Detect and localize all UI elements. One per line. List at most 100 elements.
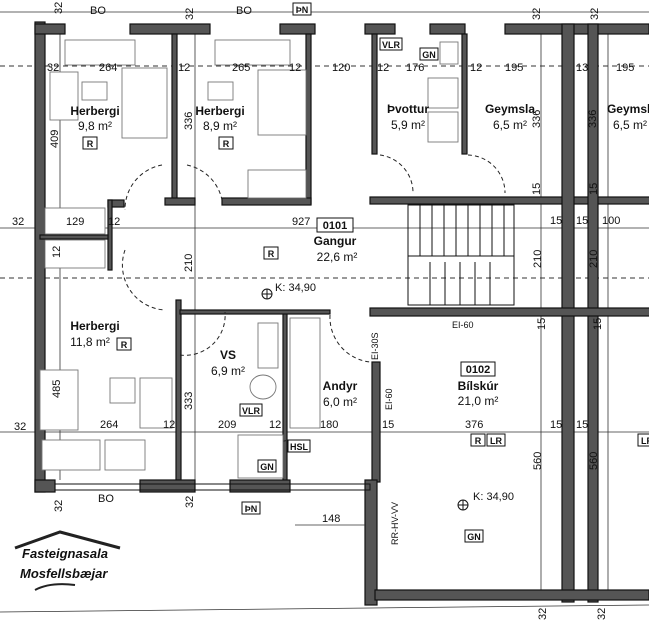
svg-text:HSL: HSL xyxy=(290,442,309,452)
code-tags: BO BO BO ÞN ÞN VLR GN VLR GN HSL R LR LR… xyxy=(90,2,649,545)
room-tag: R xyxy=(121,340,128,350)
svg-text:409: 409 xyxy=(49,130,61,148)
svg-text:12: 12 xyxy=(108,216,120,228)
svg-text:210: 210 xyxy=(183,254,195,272)
svg-text:12: 12 xyxy=(269,419,281,431)
svg-text:ÞN: ÞN xyxy=(296,5,309,15)
svg-text:32: 32 xyxy=(537,608,549,620)
svg-text:R: R xyxy=(475,436,482,446)
svg-text:12: 12 xyxy=(163,419,175,431)
svg-text:12: 12 xyxy=(377,62,389,74)
svg-text:15: 15 xyxy=(382,419,394,431)
svg-text:560: 560 xyxy=(588,452,600,470)
svg-text:15: 15 xyxy=(592,318,604,330)
svg-text:32: 32 xyxy=(531,8,543,20)
svg-text:333: 333 xyxy=(183,392,195,410)
room-tag: R xyxy=(268,249,275,259)
svg-text:120: 120 xyxy=(332,62,350,74)
svg-text:560: 560 xyxy=(532,452,544,470)
svg-text:32: 32 xyxy=(596,608,608,620)
svg-text:100: 100 xyxy=(602,215,620,227)
elevation-marker: K: 34,90 xyxy=(261,282,316,300)
svg-text:32: 32 xyxy=(589,8,601,20)
room-name: Geymsla xyxy=(485,102,535,116)
svg-text:209: 209 xyxy=(218,419,236,431)
svg-text:GN: GN xyxy=(260,462,274,472)
svg-text:32: 32 xyxy=(53,500,65,512)
room-area: 21,0 m² xyxy=(458,394,499,408)
svg-text:15: 15 xyxy=(588,183,600,195)
svg-text:K: 34,90: K: 34,90 xyxy=(473,491,514,503)
room-name: Bílskúr xyxy=(458,379,499,393)
room-name: Herbergi xyxy=(195,104,244,118)
logo-line-2: Mosfellsbæjar xyxy=(20,566,108,581)
svg-text:15: 15 xyxy=(550,419,562,431)
room-name: Gangur xyxy=(314,234,357,248)
svg-text:148: 148 xyxy=(322,513,340,525)
svg-text:210: 210 xyxy=(588,250,600,268)
svg-text:180: 180 xyxy=(320,419,338,431)
svg-text:336: 336 xyxy=(183,112,195,130)
svg-text:32: 32 xyxy=(184,8,196,20)
svg-text:LR: LR xyxy=(641,436,649,446)
room-area: 6,9 m² xyxy=(211,364,245,378)
svg-text:376: 376 xyxy=(465,419,483,431)
svg-text:ÞN: ÞN xyxy=(245,504,258,514)
svg-text:EI-60: EI-60 xyxy=(384,388,394,410)
room-tag: R xyxy=(87,139,94,149)
svg-text:15: 15 xyxy=(536,318,548,330)
dimensions: 32 32 264 12 265 12 120 12 176 12 195 13… xyxy=(12,2,634,620)
svg-text:265: 265 xyxy=(232,62,250,74)
svg-text:32: 32 xyxy=(53,2,65,14)
room-name: Herbergi xyxy=(70,319,119,333)
svg-text:15: 15 xyxy=(576,215,588,227)
svg-text:RR-HV-VV: RR-HV-VV xyxy=(390,502,400,545)
svg-text:129: 129 xyxy=(66,216,84,228)
svg-text:K: 34,90: K: 34,90 xyxy=(275,282,316,294)
svg-text:15: 15 xyxy=(550,215,562,227)
svg-text:12: 12 xyxy=(470,62,482,74)
room-name: Andyr xyxy=(323,379,358,393)
svg-text:264: 264 xyxy=(100,419,118,431)
elevation-marker: K: 34,90 xyxy=(457,491,514,511)
svg-text:927: 927 xyxy=(292,216,310,228)
room-number: 0101 xyxy=(323,220,347,232)
room-area: 5,9 m² xyxy=(391,118,425,132)
svg-text:GN: GN xyxy=(422,50,436,60)
svg-text:264: 264 xyxy=(99,62,117,74)
room-area: 22,6 m² xyxy=(317,250,358,264)
svg-text:LR: LR xyxy=(490,436,502,446)
svg-text:EI-60: EI-60 xyxy=(452,320,474,330)
svg-text:32: 32 xyxy=(184,496,196,508)
svg-text:12: 12 xyxy=(178,62,190,74)
svg-text:210: 210 xyxy=(532,250,544,268)
svg-text:VLR: VLR xyxy=(382,40,401,50)
svg-text:15: 15 xyxy=(531,183,543,195)
room-name: Geymsla xyxy=(607,102,649,116)
svg-text:32: 32 xyxy=(14,421,26,433)
svg-text:15: 15 xyxy=(576,419,588,431)
room-number: 0102 xyxy=(466,364,490,376)
svg-text:BO: BO xyxy=(98,493,114,505)
svg-text:195: 195 xyxy=(616,62,634,74)
furniture xyxy=(39,39,459,479)
room-name: Þvottur xyxy=(387,102,429,116)
svg-text:485: 485 xyxy=(51,380,63,398)
svg-text:BO: BO xyxy=(236,5,252,17)
room-area: 6,5 m² xyxy=(493,118,527,132)
svg-text:336: 336 xyxy=(587,110,599,128)
svg-text:13: 13 xyxy=(576,62,588,74)
room-name: VS xyxy=(220,348,236,362)
svg-text:EI-30S: EI-30S xyxy=(370,332,380,360)
svg-text:VLR: VLR xyxy=(242,406,261,416)
logo-line-1: Fasteignasala xyxy=(22,546,108,561)
room-area: 8,9 m² xyxy=(203,119,237,133)
room-area: 9,8 m² xyxy=(78,119,112,133)
svg-text:12: 12 xyxy=(289,62,301,74)
svg-text:195: 195 xyxy=(505,62,523,74)
svg-text:176: 176 xyxy=(406,62,424,74)
svg-text:12: 12 xyxy=(51,246,63,258)
svg-text:32: 32 xyxy=(12,216,24,228)
svg-text:BO: BO xyxy=(90,5,106,17)
